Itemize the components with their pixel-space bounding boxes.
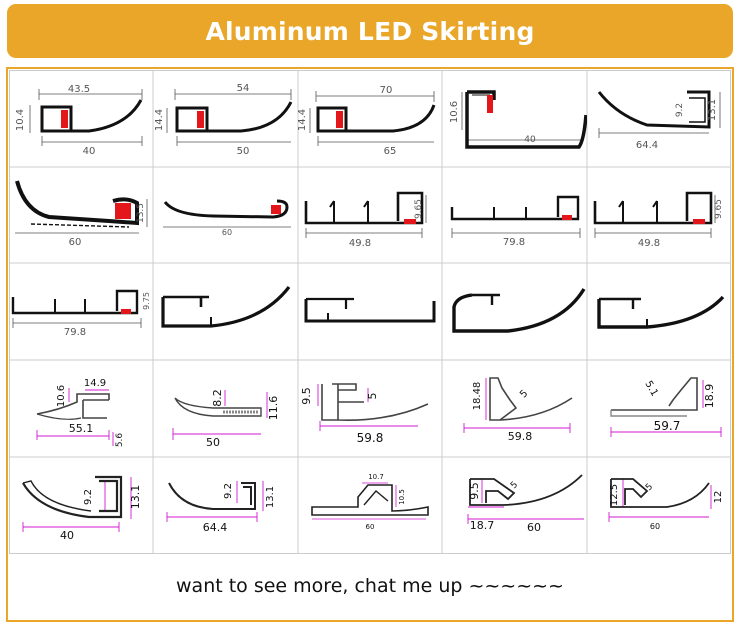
dim-label: 49.8 <box>638 238 660 249</box>
dim-label: 5 <box>644 482 655 493</box>
dim-label: 50 <box>206 436 220 449</box>
dim-label: 60 <box>69 237 82 248</box>
profile-drawing-8: 9.65 49.8 <box>298 167 442 263</box>
dim-label: 59.8 <box>357 431 384 445</box>
dim-label: 59.7 <box>654 419 681 433</box>
profile-drawing-19: 18.48 5 59.8 <box>442 360 587 457</box>
dim-label: 9.2 <box>83 489 94 505</box>
dim-label: 9.5 <box>300 387 313 405</box>
dim-label: 18.7 <box>470 519 495 532</box>
dim-label: 60 <box>527 521 541 534</box>
profile-drawing-9: 79.8 <box>442 167 587 263</box>
dim-label: 10.4 <box>15 109 26 131</box>
catalog-frame <box>6 67 734 622</box>
dim-label: 13.1 <box>129 485 142 510</box>
title-banner: Aluminum LED Skirting <box>7 4 733 58</box>
profile-drawing-2: 54 14.4 50 <box>153 70 298 167</box>
dim-label: 70 <box>380 85 393 96</box>
profile-drawing-14 <box>442 263 587 360</box>
profile-drawing-23: 10.7 10.5 60 <box>298 457 442 553</box>
dim-label: 50 <box>237 146 250 157</box>
dim-label: 12.5 <box>609 484 620 506</box>
profile-drawing-22: 9.2 13.1 64.4 <box>153 457 298 553</box>
profile-drawing-10: 9.65 49.8 <box>587 167 731 263</box>
profile-drawing-6: 13.5 60 <box>9 167 153 263</box>
dim-label: 40 <box>524 135 536 145</box>
profile-drawing-12 <box>153 263 298 360</box>
dim-label: 10.6 <box>56 385 67 407</box>
profile-drawing-3: 70 14.4 65 <box>298 70 442 167</box>
dim-label: 14.4 <box>154 109 165 131</box>
dim-label: 18.9 <box>703 384 716 409</box>
dim-label: 40 <box>60 529 74 542</box>
profile-drawing-7: 60 <box>153 167 298 263</box>
dim-label: 5 <box>518 388 530 400</box>
dim-label: 9.75 <box>142 292 151 310</box>
profile-drawing-5: 9.2 13.1 64.4 <box>587 70 731 167</box>
profile-drawing-20: 5.1 18.9 59.7 <box>587 360 731 457</box>
profile-drawing-4: 10.6 40 <box>442 70 587 167</box>
dim-label: 79.8 <box>503 237 525 248</box>
profile-drawing-13 <box>298 263 442 360</box>
dim-label: 43.5 <box>68 84 90 95</box>
dim-label: 5.6 <box>115 433 125 448</box>
dim-label: 54 <box>237 83 250 94</box>
profile-drawing-18: 9.5 5 59.8 <box>298 360 442 457</box>
dim-label: 64.4 <box>636 140 658 151</box>
dim-label: 5 <box>509 480 520 491</box>
dim-label: 65 <box>384 146 397 157</box>
dim-label: 79.8 <box>64 327 86 338</box>
profile-drawing-17: 8.2 11.6 50 <box>153 360 298 457</box>
grid-lines <box>9 70 731 554</box>
dim-label: 5.1 <box>642 379 659 398</box>
dim-label: 10.5 <box>398 489 406 505</box>
dim-label: 13.5 <box>136 203 146 223</box>
dim-label: 9.5 <box>468 482 481 500</box>
dim-label: 64.4 <box>203 521 228 534</box>
dim-label: 55.1 <box>69 422 94 435</box>
dim-label: 9.65 <box>414 199 424 219</box>
dim-label: 5 <box>366 393 379 400</box>
dim-label: 13.1 <box>707 99 718 121</box>
page-title: Aluminum LED Skirting <box>205 16 535 46</box>
footer: want to see more, chat me up ~~~~~~ <box>9 556 731 616</box>
dim-label: 14.9 <box>84 378 106 389</box>
dim-label: 10.6 <box>449 101 460 123</box>
profile-drawing-16: 10.6 14.9 55.1 5.6 <box>9 360 153 457</box>
dim-label: 12 <box>713 491 724 504</box>
dim-label: 49.8 <box>349 238 371 249</box>
dim-label: 18.48 <box>472 382 483 411</box>
profile-drawing-11: 9.75 79.8 <box>9 263 153 360</box>
profile-drawing-15 <box>587 263 731 360</box>
dim-label: 13.1 <box>265 486 276 508</box>
dim-label: 9.2 <box>675 103 685 117</box>
dim-label: 60 <box>222 228 232 237</box>
dim-label: 40 <box>83 146 96 157</box>
profile-drawing-24: 9.5 5 18.7 60 <box>442 457 587 553</box>
dim-label: 60 <box>650 522 660 531</box>
profile-drawing-21: 9.2 13.1 40 <box>9 457 153 553</box>
dim-label: 9.65 <box>714 199 724 219</box>
footer-message: want to see more, chat me up ~~~~~~ <box>176 575 564 597</box>
dim-label: 11.6 <box>267 396 280 421</box>
profile-grid: 43.5 10.4 40 54 14.4 50 <box>9 70 731 554</box>
dim-label: 9.2 <box>223 483 234 499</box>
profile-drawing-1: 43.5 10.4 40 <box>9 70 153 167</box>
dim-label: 8.2 <box>211 389 224 407</box>
dim-label: 60 <box>366 523 375 531</box>
dim-label: 14.4 <box>298 109 308 131</box>
profile-drawing-25: 12.5 5 12 60 <box>587 457 731 553</box>
dim-label: 59.8 <box>508 430 533 443</box>
dim-label: 10.7 <box>368 473 384 481</box>
